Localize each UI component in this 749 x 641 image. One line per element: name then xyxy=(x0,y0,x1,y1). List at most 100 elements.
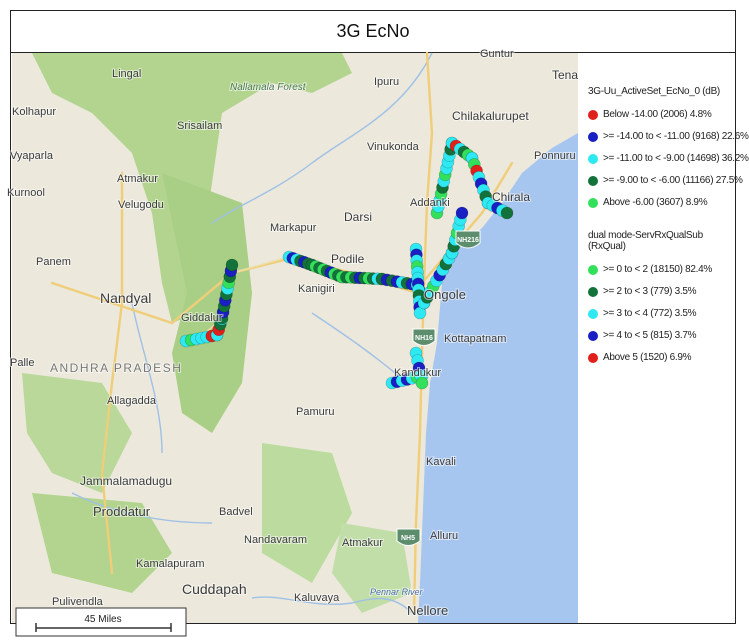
place-label: Kavali xyxy=(426,456,456,468)
place-label: Palle xyxy=(10,357,34,369)
legend-ecno-item: Above -6.00 (3607) 8.9% xyxy=(588,194,738,211)
legend-dot-icon xyxy=(588,197,598,208)
place-label: Lingal xyxy=(112,68,141,80)
rivers xyxy=(71,52,433,614)
place-label: Badvel xyxy=(219,506,253,518)
measurement-sample-dot xyxy=(415,376,429,390)
place-label: Kaluvaya xyxy=(294,592,340,604)
legend-rxqual-label: >= 3 to < 4 (772) 3.5% xyxy=(603,308,697,319)
place-label: Pennar River xyxy=(370,587,424,597)
place-label: Podile xyxy=(331,252,365,266)
legend-ecno-title: 3G-Uu_ActiveSet_EcNo_0 (dB) xyxy=(588,86,720,97)
legend-rxqual-item: >= 0 to < 2 (18150) 82.4% xyxy=(588,261,738,278)
legend-dot-icon xyxy=(588,109,598,120)
scale-label: 45 Miles xyxy=(84,614,121,625)
map-legend: 3G-Uu_ActiveSet_EcNo_0 (dB) Below -14.00… xyxy=(588,86,749,371)
forest-area xyxy=(262,443,352,583)
highway-shield-nh16: NH16 xyxy=(412,328,436,346)
place-label: Nallamala Forest xyxy=(230,82,307,93)
legend-ecno-item: >= -9.00 to < -6.00 (11166) 27.5% xyxy=(588,172,743,189)
forest-area xyxy=(332,523,412,613)
svg-text:NH216: NH216 xyxy=(457,237,479,244)
legend-dot-icon xyxy=(588,264,598,275)
place-label: Jammalamadugu xyxy=(80,474,172,488)
legend-rxqual-label: >= 0 to < 2 (18150) 82.4% xyxy=(603,264,712,275)
measurement-sample-dot xyxy=(225,258,239,272)
legend-dot-icon xyxy=(588,153,598,164)
place-label: Kandukur xyxy=(394,367,441,379)
legend-rxqual-item: Above 5 (1520) 6.9% xyxy=(588,349,738,366)
place-label: Darsi xyxy=(344,210,372,224)
svg-text:NH16: NH16 xyxy=(415,335,433,342)
place-label: Giddalur xyxy=(181,312,223,324)
legend-dot-icon xyxy=(588,286,598,297)
place-label: Cuddapah xyxy=(182,581,247,597)
place-label: Ponnuru xyxy=(534,150,576,162)
place-label: Ongole xyxy=(424,287,466,302)
legend-dot-icon xyxy=(588,131,598,142)
forest-area xyxy=(162,173,252,433)
legend-dot-icon xyxy=(588,352,598,363)
place-label: ANDHRA PRADESH xyxy=(50,361,182,375)
legend-rxqual-item: >= 4 to < 5 (815) 3.7% xyxy=(588,327,738,344)
place-label: Vyaparla xyxy=(10,150,54,162)
place-label: Panem xyxy=(36,256,71,268)
place-label: Markapur xyxy=(270,222,317,234)
place-label: Kamalapuram xyxy=(136,558,204,570)
legend-rxqual-item: >= 3 to < 4 (772) 3.5% xyxy=(588,305,738,322)
legend-ecno-item: >= -11.00 to < -9.00 (14698) 36.2% xyxy=(588,150,749,167)
legend-rxqual-list: >= 0 to < 2 (18150) 82.4% >= 2 to < 3 (77… xyxy=(588,261,738,366)
page-title: 3G EcNo xyxy=(11,11,735,53)
legend-dot-icon xyxy=(588,308,598,319)
place-label: Kurnool xyxy=(7,187,45,199)
legend-ecno-label: >= -9.00 to < -6.00 (11166) 27.5% xyxy=(603,175,743,186)
map-scale-bar: 45 Miles xyxy=(15,607,187,641)
legend-dot-icon xyxy=(588,330,598,341)
measurement-samples xyxy=(179,136,514,390)
measurement-sample-dot xyxy=(500,206,514,220)
place-label: Chirala xyxy=(492,190,530,204)
place-label: Addanki xyxy=(410,197,450,209)
place-label: Chilakalurupet xyxy=(452,109,529,123)
highway-shield-nh216: NH216 xyxy=(455,230,481,249)
measurement-sample-dot xyxy=(455,206,469,220)
place-label: Nellore xyxy=(407,603,448,618)
highway-shield-nh5: NH5 xyxy=(396,528,421,546)
place-label: Pulivendla xyxy=(52,596,104,608)
legend-dot-icon xyxy=(588,175,598,186)
legend-rxqual-label: >= 4 to < 5 (815) 3.7% xyxy=(603,330,697,341)
legend-ecno-label: >= -14.00 to < -11.00 (9168) 22.6% xyxy=(603,131,749,142)
place-label: Velugodu xyxy=(118,199,164,211)
place-label: Ipuru xyxy=(374,76,399,88)
legend-rxqual-label: Above 5 (1520) 6.9% xyxy=(603,352,692,363)
svg-text:NH5: NH5 xyxy=(401,535,415,542)
place-label: Vinukonda xyxy=(367,141,420,153)
place-label: Tena xyxy=(552,68,578,82)
place-label: Allagadda xyxy=(107,395,157,407)
legend-ecno-list: Below -14.00 (2006) 4.8% >= -14.00 to < -… xyxy=(588,106,749,211)
place-label: Nandavaram xyxy=(244,534,307,546)
legend-ecno-label: >= -11.00 to < -9.00 (14698) 36.2% xyxy=(603,153,749,164)
legend-ecno-item: Below -14.00 (2006) 4.8% xyxy=(588,106,738,123)
place-label: Kanigiri xyxy=(298,283,335,295)
legend-rxqual-title: dual mode-ServRxQualSub (RxQual) xyxy=(588,230,703,252)
legend-rxqual-label: >= 2 to < 3 (779) 3.5% xyxy=(603,286,697,297)
sea xyxy=(418,133,578,623)
place-label: Kottapatnam xyxy=(444,333,506,345)
legend-rxqual-item: >= 2 to < 3 (779) 3.5% xyxy=(588,283,738,300)
legend-ecno-item: >= -14.00 to < -11.00 (9168) 22.6% xyxy=(588,128,749,145)
forest-area xyxy=(22,373,132,493)
legend-ecno-label: Above -6.00 (3607) 8.9% xyxy=(603,197,708,208)
place-label: Kolhapur xyxy=(12,106,56,118)
place-label: Proddatur xyxy=(93,504,151,519)
place-label: Alluru xyxy=(430,530,458,542)
forest-area xyxy=(32,493,172,593)
place-label: Guntur xyxy=(480,48,514,60)
place-label: Atmakur xyxy=(342,537,383,549)
place-label: Srisailam xyxy=(177,120,222,132)
legend-ecno-label: Below -14.00 (2006) 4.8% xyxy=(603,109,712,120)
place-label: Nandyal xyxy=(100,290,151,306)
